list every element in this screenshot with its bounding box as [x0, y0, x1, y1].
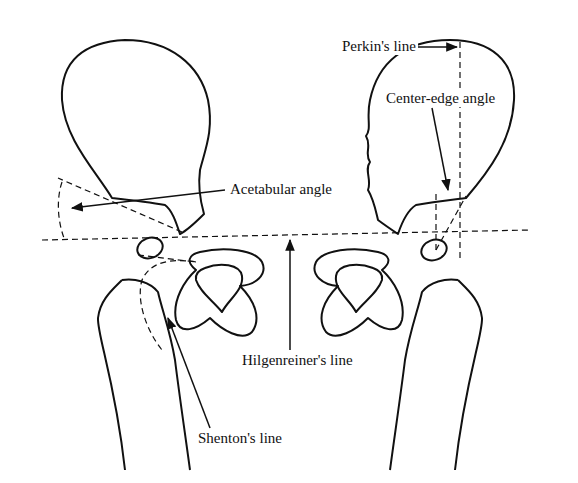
callout-label: Acetabular angle	[228, 181, 334, 198]
callout-label: Hilgenreiner's line	[240, 352, 355, 369]
perkin-line	[459, 42, 460, 262]
callout-label: Perkin's line	[340, 38, 418, 55]
left-obturator-ring	[196, 265, 242, 312]
center-edge-line	[436, 196, 466, 250]
leader-arrow	[168, 318, 210, 428]
acetabular-angle-arc	[58, 182, 64, 238]
left-femur	[98, 280, 125, 470]
left-ischiopubic-bone	[175, 249, 263, 335]
callout-label: Center-edge angle	[384, 90, 497, 107]
right-ilium	[366, 40, 514, 234]
right-femur	[455, 280, 482, 470]
leader-arrow	[289, 240, 291, 350]
right-obturator-ring	[336, 265, 382, 312]
right-ischiopubic-bone	[315, 249, 403, 335]
leader-arrow	[72, 190, 225, 208]
hilgenreiner-line	[42, 230, 530, 240]
left-ilium	[62, 40, 210, 234]
acetabular-roof-line	[58, 178, 182, 232]
right-femoral-head	[418, 236, 449, 264]
shenton-line	[140, 261, 196, 350]
shenton-line	[138, 255, 196, 262]
right-femur-medial	[390, 280, 458, 471]
callout-label: Shenton's line	[196, 430, 284, 447]
left-femur-medial	[122, 280, 190, 471]
leader-arrow	[432, 108, 448, 190]
center-edge-line	[435, 190, 436, 250]
